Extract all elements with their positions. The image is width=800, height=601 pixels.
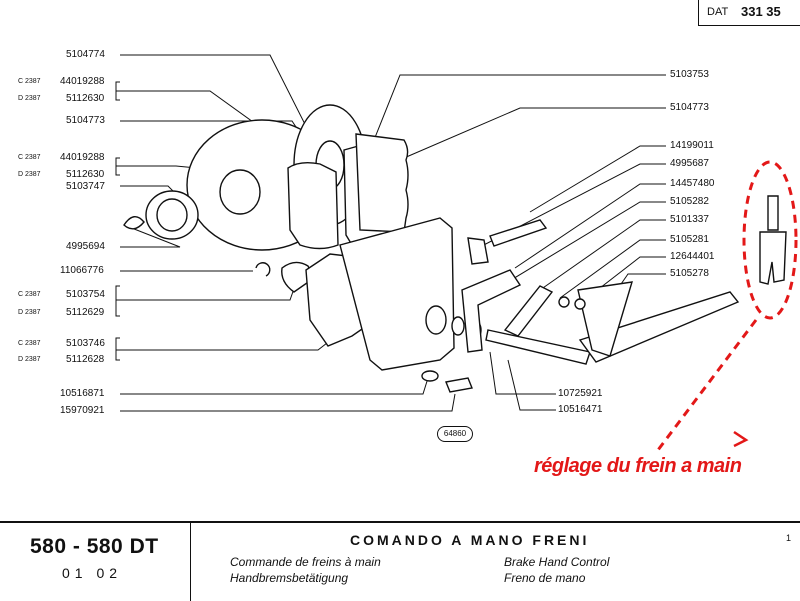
leader-line <box>403 107 666 159</box>
exploded-diagram <box>115 54 798 451</box>
title-block: 580 - 580 DT 01 02 COMANDO A MANO FRENI … <box>0 521 800 601</box>
part-number: 14199011 <box>670 140 714 151</box>
title-french: Commande de freins à main <box>230 555 381 569</box>
nut <box>558 296 570 308</box>
leader-line <box>507 359 556 411</box>
page-title: COMANDO A MANO FRENI <box>350 532 590 548</box>
part-number: 44019288 <box>60 76 105 87</box>
model-codes: 01 02 <box>62 565 123 581</box>
part-number: 15970921 <box>60 405 105 416</box>
leader-bracket <box>115 285 120 317</box>
leader-line <box>477 163 666 249</box>
leader-line <box>489 351 556 395</box>
part-number: 5104773 <box>670 102 709 113</box>
variant-code: C 2387 <box>18 340 41 347</box>
part-number: 5103747 <box>66 181 105 192</box>
leader-line <box>116 282 297 301</box>
leader-line <box>559 239 666 299</box>
key <box>123 216 145 230</box>
tab-washer <box>467 237 489 265</box>
part-number: 14457480 <box>670 178 715 189</box>
leader-line <box>120 54 319 151</box>
leader-line <box>487 201 666 295</box>
lever-link <box>577 281 633 357</box>
part-number: 5101337 <box>670 214 709 225</box>
leader-line <box>371 74 666 146</box>
lever-arm <box>503 285 554 337</box>
part-number: 5103754 <box>66 289 105 300</box>
leader-line <box>514 183 666 269</box>
nut <box>574 298 586 310</box>
part-number: 5105282 <box>670 196 709 207</box>
title-german: Handbremsbetätigung <box>230 571 349 585</box>
pivot-bracket <box>461 269 522 353</box>
part-number: 4995694 <box>66 241 105 252</box>
part-number: 4995687 <box>670 158 709 169</box>
bolt-lower <box>445 377 473 393</box>
part-number: 10516471 <box>558 404 603 415</box>
part-number: 5103753 <box>670 69 709 80</box>
disc-hub <box>219 169 261 215</box>
leader-line <box>120 224 181 248</box>
clevis <box>759 231 787 285</box>
part-number: 5112628 <box>66 354 105 365</box>
adjustment-note: réglage du frein a main <box>534 455 742 477</box>
variant-code: C 2387 <box>18 291 41 298</box>
control-shaft <box>485 329 591 365</box>
part-number: 44019288 <box>60 152 105 163</box>
bolt <box>489 219 548 247</box>
part-number: 5103746 <box>66 338 105 349</box>
part-number: 5112630 <box>66 93 105 104</box>
friction-pad <box>287 161 339 250</box>
dat-label: DAT <box>707 6 729 18</box>
drawing-reference-code: 64860 <box>437 426 473 442</box>
washer <box>421 370 439 382</box>
hand-lever <box>578 291 740 363</box>
part-number: 5112629 <box>66 307 105 318</box>
leader-line <box>116 335 337 351</box>
cover-plate <box>339 217 455 371</box>
part-number: 5112630 <box>66 169 105 180</box>
part-number: 10725921 <box>558 388 603 399</box>
dat-box: DAT 331 35 <box>698 0 800 26</box>
clevis-rod <box>767 195 779 231</box>
adjustment-highlight <box>742 160 798 320</box>
seal <box>451 316 465 336</box>
variant-code: D 2387 <box>18 309 41 316</box>
leader-line <box>539 219 666 291</box>
gasket-plate <box>355 133 409 233</box>
title-english: Brake Hand Control <box>504 555 610 569</box>
part-number: 12644401 <box>670 251 715 262</box>
adjustment-arrowhead <box>733 430 749 448</box>
part-number: 5104774 <box>66 49 105 60</box>
variant-code: D 2387 <box>18 95 41 102</box>
part-number: 5105281 <box>670 234 709 245</box>
part-number: 11066776 <box>60 265 104 276</box>
title-italian: Freno de mano <box>504 571 586 585</box>
leader-line <box>529 145 666 213</box>
leader-line <box>120 393 456 412</box>
leader-line <box>120 377 429 395</box>
part-number: 5105278 <box>670 268 709 279</box>
leader-bracket <box>115 337 120 361</box>
adjustment-arrow-line <box>656 319 758 451</box>
variant-code: C 2387 <box>18 78 41 85</box>
corner-mark: 1 <box>786 533 792 543</box>
variant-code: D 2387 <box>18 171 41 178</box>
title-block-divider <box>190 523 191 601</box>
part-number: 5104773 <box>66 115 105 126</box>
dat-number: 331 35 <box>741 4 781 19</box>
variant-code: D 2387 <box>18 356 41 363</box>
part-number: 10516871 <box>60 388 105 399</box>
variant-code: C 2387 <box>18 154 41 161</box>
model-name: 580 - 580 DT <box>30 535 159 558</box>
snap-ring <box>255 262 271 277</box>
